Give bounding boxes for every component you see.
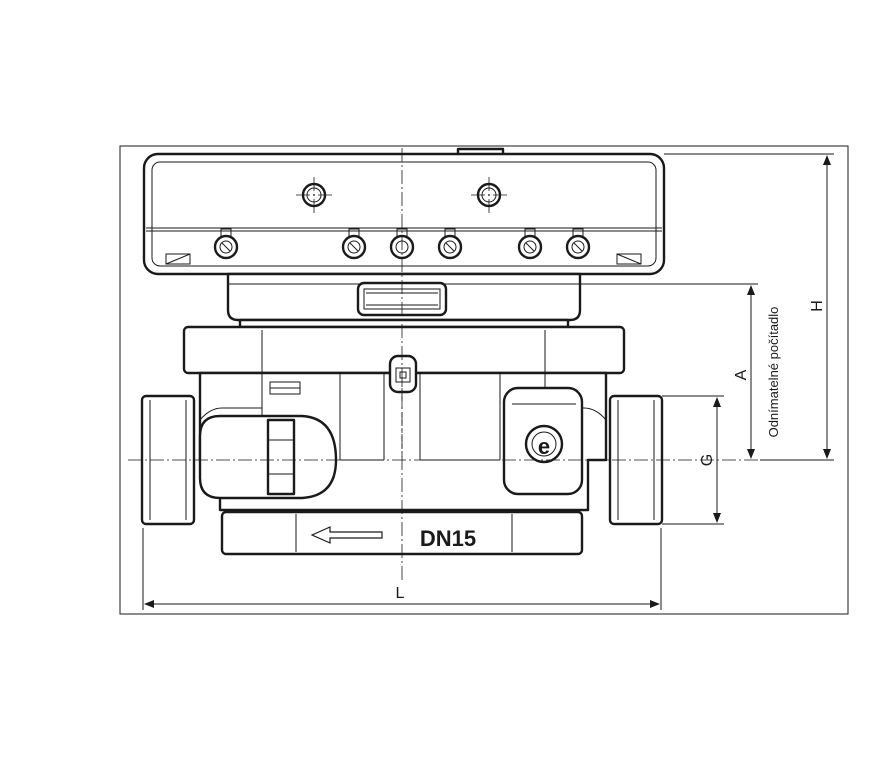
nominal-size-label: DN15	[420, 526, 476, 551]
terminal-screws	[213, 228, 591, 260]
drawing-frame	[119, 145, 849, 615]
detachable-counter-label: Odnímatelné počítadlo	[766, 307, 781, 438]
ball-valve-port: e	[502, 386, 584, 496]
dimension-label-L: L	[396, 585, 405, 602]
dimension-label-G: G	[699, 454, 716, 466]
dimension-label-H: H	[809, 300, 826, 312]
calculator-head	[142, 147, 666, 276]
dimension-label-A: A	[733, 369, 750, 380]
seal-screw-housing	[388, 354, 418, 394]
dimensions: L H A G Odnímatelné počítadlo	[142, 153, 834, 610]
svg-text:e: e	[538, 434, 550, 459]
temperature-sensor-port	[198, 414, 338, 500]
valve-knob	[524, 424, 564, 464]
flow-direction-arrow	[310, 526, 383, 544]
adapter-plate	[226, 272, 582, 329]
